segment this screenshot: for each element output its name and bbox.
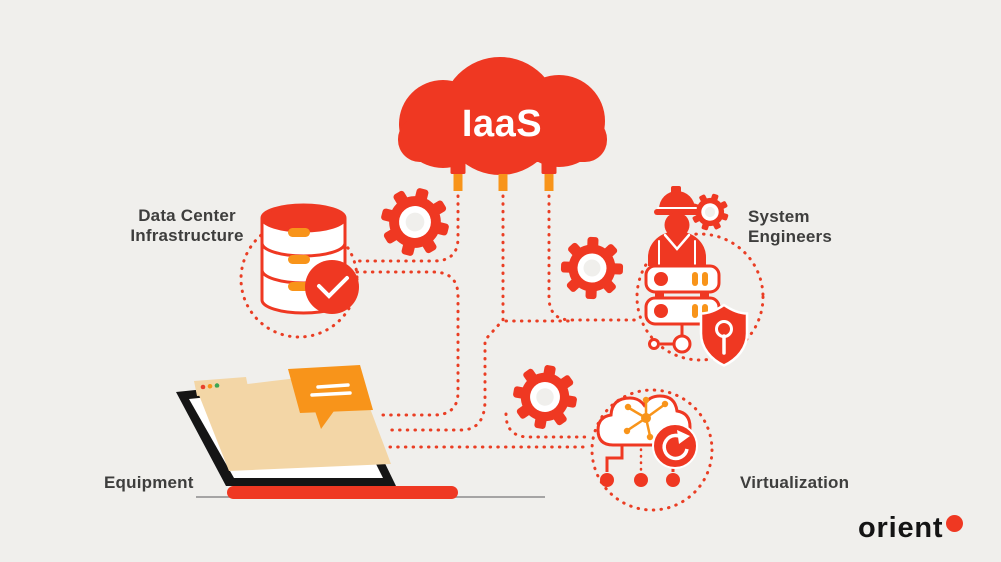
check-icon xyxy=(305,260,359,314)
tab-dot-green xyxy=(214,383,220,388)
shield-lock-icon xyxy=(699,303,749,367)
engineer-icon xyxy=(648,186,734,267)
dotted-connector-engineers xyxy=(547,194,641,322)
label-system-engineers: System Engineers xyxy=(748,207,878,247)
dotted-circle-virtualization xyxy=(590,388,714,512)
dotted-connector-datacenter xyxy=(355,194,460,263)
dotted-connector-virtualization xyxy=(504,412,592,439)
orient-logo: orient xyxy=(858,511,964,545)
dotted-connectors xyxy=(239,194,765,512)
label-virtualization: Virtualization xyxy=(740,473,850,492)
dotted-connector-laptop xyxy=(384,194,505,432)
cloud-connector-pins xyxy=(450,160,557,191)
refresh-icon xyxy=(652,423,698,469)
label-system-engineers-line1: System xyxy=(748,207,810,226)
label-data-center-line2: Infrastructure xyxy=(130,226,244,245)
label-data-center-line1: Data Center xyxy=(138,206,236,225)
gear-icon-left xyxy=(373,180,457,264)
iaas-cloud-icon xyxy=(398,57,607,175)
iaas-title: IaaS xyxy=(461,103,543,145)
tab-dot-orange xyxy=(207,384,213,389)
cloud-network-icon xyxy=(596,394,698,487)
network-hub-icon xyxy=(623,396,669,441)
gear-icon-bottom xyxy=(508,360,582,434)
orient-logo-text: orient xyxy=(858,512,944,544)
dotted-connector-db-laptop xyxy=(355,270,460,417)
tab-dot-red xyxy=(200,384,206,390)
label-equipment: Equipment xyxy=(104,473,194,492)
logo-dot-icon xyxy=(946,515,964,532)
chat-bubble-icon xyxy=(288,365,373,429)
dotted-circle-engineers xyxy=(635,232,765,362)
gear-icon-right xyxy=(559,235,625,301)
laptop-icon xyxy=(176,365,458,499)
label-data-center: Data Center Infrastructure xyxy=(118,206,256,246)
label-system-engineers-line2: Engineers xyxy=(748,227,832,246)
database-icon xyxy=(260,203,359,315)
